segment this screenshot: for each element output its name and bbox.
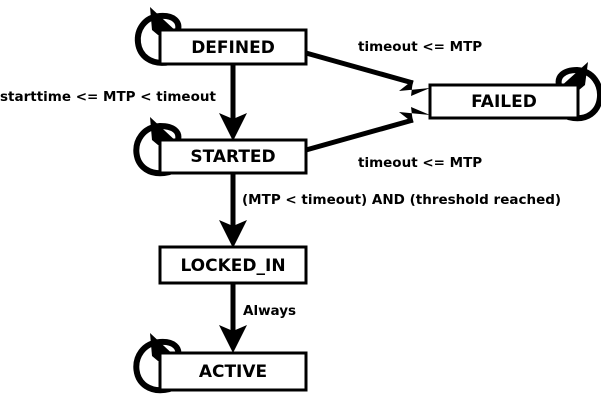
self-loop-failed: [555, 62, 601, 122]
state-node-failed[interactable]: FAILED: [428, 83, 580, 120]
edge-label-started-to-locked-in: (MTP < timeout) AND (threshold reached): [242, 192, 561, 208]
edge-locked-in-to-active: [219, 283, 247, 353]
edge-defined-to-failed: [305, 50, 430, 96]
edge-defined-to-failed-line: [305, 50, 414, 86]
state-box-started[interactable]: [158, 138, 308, 175]
self-loop-defined-arrowhead: [150, 7, 178, 35]
self-loop-failed-arrowhead: [559, 62, 588, 90]
state-box-failed[interactable]: [428, 83, 580, 120]
edge-started-to-failed: [305, 107, 430, 153]
state-box-locked-in[interactable]: [158, 245, 308, 285]
state-label-started: STARTED: [190, 147, 275, 167]
self-loop-defined: [134, 7, 182, 66]
edge-defined-to-failed-arrowhead: [399, 80, 430, 96]
edge-label-defined-to-started: starttime <= MTP < timeout: [0, 89, 216, 105]
state-node-started[interactable]: STARTED: [158, 138, 308, 175]
edge-defined-to-started: [219, 64, 247, 141]
edge-label-locked-in-to-active: Always: [243, 303, 296, 319]
edge-label-defined-to-failed: timeout <= MTP: [358, 39, 482, 55]
state-label-locked-in: LOCKED_IN: [180, 256, 285, 276]
edge-started-to-failed-line: [305, 117, 414, 153]
edge-label-started-to-failed: timeout <= MTP: [358, 155, 482, 171]
state-label-active: ACTIVE: [199, 362, 267, 382]
state-box-active[interactable]: [158, 351, 308, 392]
edge-defined-to-started-arrowhead: [219, 113, 247, 141]
state-node-active[interactable]: ACTIVE: [158, 351, 308, 392]
state-node-locked-in[interactable]: LOCKED_IN: [158, 245, 308, 285]
state-label-failed: FAILED: [471, 92, 537, 112]
state-label-defined: DEFINED: [191, 38, 275, 58]
state-node-defined[interactable]: DEFINED: [158, 28, 308, 66]
edge-started-to-locked-in: [219, 173, 247, 248]
self-loop-started-arrowhead: [150, 117, 178, 145]
state-box-defined[interactable]: [158, 28, 308, 66]
edge-started-to-failed-arrowhead: [399, 107, 430, 123]
self-loop-started: [133, 117, 182, 177]
edge-started-to-locked-in-arrowhead: [219, 220, 247, 248]
edge-locked-in-to-active-arrowhead: [219, 325, 247, 353]
